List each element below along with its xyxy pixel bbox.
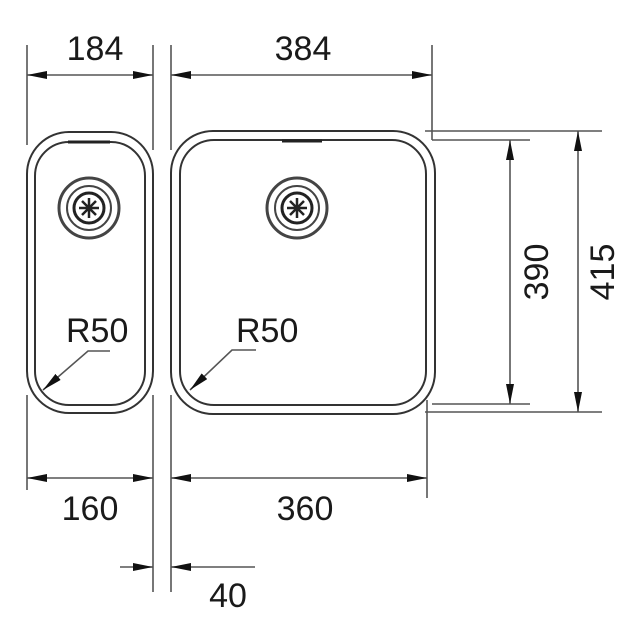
dim-415: 415: [584, 244, 622, 301]
dim-160: 160: [62, 490, 119, 528]
left-radius-label: R50: [66, 312, 128, 350]
dim-390: 390: [518, 244, 556, 301]
drain-icon: [57, 176, 121, 240]
dim-384: 384: [275, 30, 332, 68]
dim-360: 360: [277, 490, 334, 528]
drain-icon: [265, 176, 329, 240]
right-radius-label: R50: [236, 312, 298, 350]
dim-40: 40: [209, 577, 247, 615]
dim-184: 184: [67, 30, 124, 68]
right-bowl: [170, 130, 436, 415]
left-bowl: [26, 131, 154, 414]
